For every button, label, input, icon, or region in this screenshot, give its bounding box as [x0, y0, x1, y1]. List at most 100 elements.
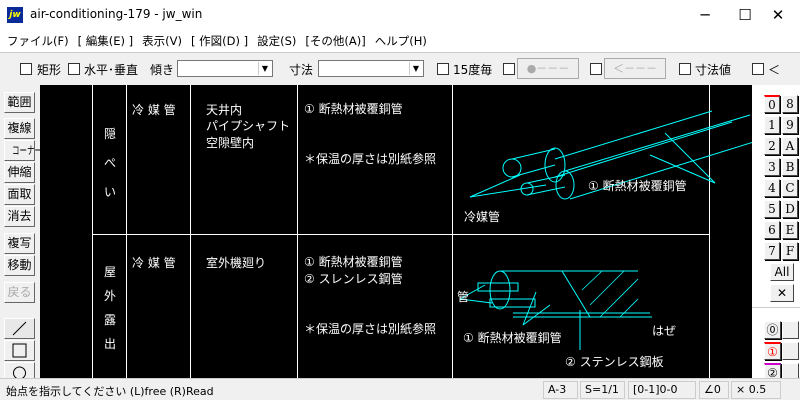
menu-view[interactable]: 表示(V) [142, 34, 182, 48]
rect-tool[interactable] [4, 340, 35, 361]
dim-select[interactable]: ▼ [318, 60, 424, 77]
row2-cat-1: 屋 [104, 265, 117, 279]
btn1-checkbox[interactable] [503, 63, 515, 75]
hv-label: 水平･垂直 [84, 63, 139, 77]
menu-draw[interactable]: [ 作図(D) ] [190, 34, 249, 48]
scale[interactable]: S=1/1 [580, 381, 625, 399]
tool-chamfer[interactable]: 面取 [4, 184, 35, 205]
tool-move[interactable]: 移動 [4, 255, 35, 276]
layer-button-2[interactable]: 2 [764, 137, 780, 155]
app-logo: jw [7, 7, 23, 23]
row1-place-3: 空隙壁内 [206, 136, 255, 150]
menu-edit[interactable]: [ 編集(E) ] [77, 34, 134, 48]
tool-erase[interactable]: 消去 [4, 206, 35, 227]
drawing-canvas[interactable]: 隠 ぺ い 冷 媒 管 天井内 パイプシャフト 空隙壁内 ① 断熱材被覆銅管 ＊… [40, 85, 752, 378]
line-icon [12, 321, 27, 336]
layer-button-6[interactable]: 6 [764, 221, 780, 239]
layer-button-1[interactable]: 1 [764, 116, 780, 134]
layer-button-e[interactable]: E [782, 221, 798, 239]
layer-button-9[interactable]: 9 [782, 116, 798, 134]
tilt-select[interactable]: ▼ [177, 60, 273, 77]
row2-note: ＊保温の厚さは別紙参照 [304, 322, 437, 336]
group-slot-0[interactable] [782, 321, 799, 339]
arrow-button[interactable]: ＜－－－ [604, 58, 666, 79]
layer-panel: 0 1 2 3 4 5 6 7 8 9 A B C D E F All ✕ ⓪ … [752, 85, 800, 381]
tool-undo[interactable]: 戻る [4, 282, 35, 303]
row2-fig-label-pipe: 管 [457, 290, 470, 304]
tool-range[interactable]: 範囲 [4, 92, 35, 113]
layer-button-f[interactable]: F [782, 242, 798, 260]
divider [752, 307, 800, 308]
row1-place-2: パイプシャフト [206, 119, 291, 133]
row1-kind: 冷 媒 管 [132, 103, 176, 117]
pipe-figure-exposed [459, 270, 652, 350]
row2-kind: 冷 媒 管 [132, 256, 176, 270]
layer-button-c[interactable]: C [782, 179, 798, 197]
tool-corner-button[interactable]: コーナー [4, 140, 42, 161]
layer-clear-button[interactable]: ✕ [770, 284, 794, 302]
close-button[interactable]: ✕ [771, 6, 785, 24]
paper-size[interactable]: A-3 [543, 381, 578, 399]
zoom-factor[interactable]: × 0.5 [731, 381, 781, 399]
pipe-figure-concealed [469, 110, 752, 200]
dim-label: 寸法 [289, 63, 314, 77]
left-toolbox: 範囲 複線 コーナー 伸縮 面取 消去 複写 移動 戻る [0, 85, 42, 383]
row2-material-1: ① 断熱材被覆銅管 [304, 255, 403, 269]
row1-fig-label-1: ① 断熱材被覆銅管 [588, 179, 687, 193]
maximize-button[interactable]: ☐ [738, 6, 752, 24]
btn2-checkbox[interactable] [590, 63, 602, 75]
row1-cat-3: い [104, 185, 117, 199]
dimval-label: 寸法値 [695, 63, 732, 77]
dimval-checkbox[interactable] [679, 63, 691, 75]
lt-checkbox[interactable] [752, 63, 764, 75]
group-button-0[interactable]: ⓪ [764, 321, 781, 339]
row2-fig-label-1: ① 断熱材被覆銅管 [463, 331, 562, 345]
rect-label: 矩形 [37, 63, 62, 77]
title-bar: jw air-conditioning-179 - jw_win ─ ☐ ✕ [0, 0, 800, 30]
layer-button-8[interactable]: 8 [782, 95, 798, 113]
linestyle-button[interactable]: ●－－－ [517, 58, 579, 79]
tool-offset[interactable]: 複線 [4, 118, 35, 139]
tool-copy[interactable]: 複写 [4, 233, 35, 254]
row1-material: ① 断熱材被覆銅管 [304, 102, 403, 116]
hv-checkbox[interactable] [68, 63, 80, 75]
row2-place: 室外機廻り [206, 256, 267, 270]
layer-button-5[interactable]: 5 [764, 200, 780, 218]
layer-status[interactable]: [0-1]0-0 [628, 381, 696, 399]
window-title: air-conditioning-179 - jw_win [30, 7, 203, 21]
layer-button-3[interactable]: 3 [764, 158, 780, 176]
menu-settings[interactable]: 設定(S) [257, 34, 297, 48]
lt-label: ＜ [768, 63, 781, 77]
row1-cat-2: ぺ [104, 156, 117, 170]
layer-button-d[interactable]: D [782, 200, 798, 218]
deg15-checkbox[interactable] [437, 63, 449, 75]
rect-checkbox[interactable] [20, 63, 32, 75]
layer-button-4[interactable]: 4 [764, 179, 780, 197]
row1-cat-1: 隠 [104, 127, 117, 141]
layer-button-7[interactable]: 7 [764, 242, 780, 260]
layer-button-b[interactable]: B [782, 158, 798, 176]
row2-fig-label-2: ② ステンレス鋼板 [565, 355, 664, 369]
status-bar: 始点を指示してください (L)free (R)Read A-3 S=1/1 [0… [0, 378, 800, 400]
table-grid [92, 85, 752, 378]
toolbar: 矩形 水平･垂直 傾き ▼ 寸法 ▼ 15度毎 ●－－－ ＜－－－ 寸法値 ＜ [0, 52, 800, 84]
layer-button-a[interactable]: A [782, 137, 798, 155]
menu-bar: ファイル(F) [ 編集(E) ] 表示(V) [ 作図(D) ] 設定(S) … [0, 30, 800, 52]
rectangle-icon [12, 343, 27, 358]
tool-stretch[interactable]: 伸縮 [4, 162, 35, 183]
row1-fig-label-2: 冷媒管 [464, 210, 501, 224]
row2-cat-3: 露 [104, 313, 117, 327]
menu-help[interactable]: ヘルプ(H) [374, 34, 427, 48]
line-tool[interactable] [4, 318, 35, 339]
layer-button-0[interactable]: 0 [764, 95, 780, 113]
minimize-button[interactable]: ─ [700, 6, 710, 24]
menu-file[interactable]: ファイル(F) [7, 34, 69, 48]
row2-material-2: ② スレンレス鋼管 [304, 272, 403, 286]
group-button-1[interactable]: ① [764, 342, 781, 360]
layer-all-button[interactable]: All [770, 263, 794, 281]
deg15-label: 15度毎 [453, 63, 493, 77]
angle[interactable]: ∠0 [699, 381, 729, 399]
row2-cat-4: 出 [104, 337, 117, 351]
menu-other[interactable]: [その他(A)] [305, 34, 366, 48]
group-slot-1[interactable] [782, 342, 799, 360]
